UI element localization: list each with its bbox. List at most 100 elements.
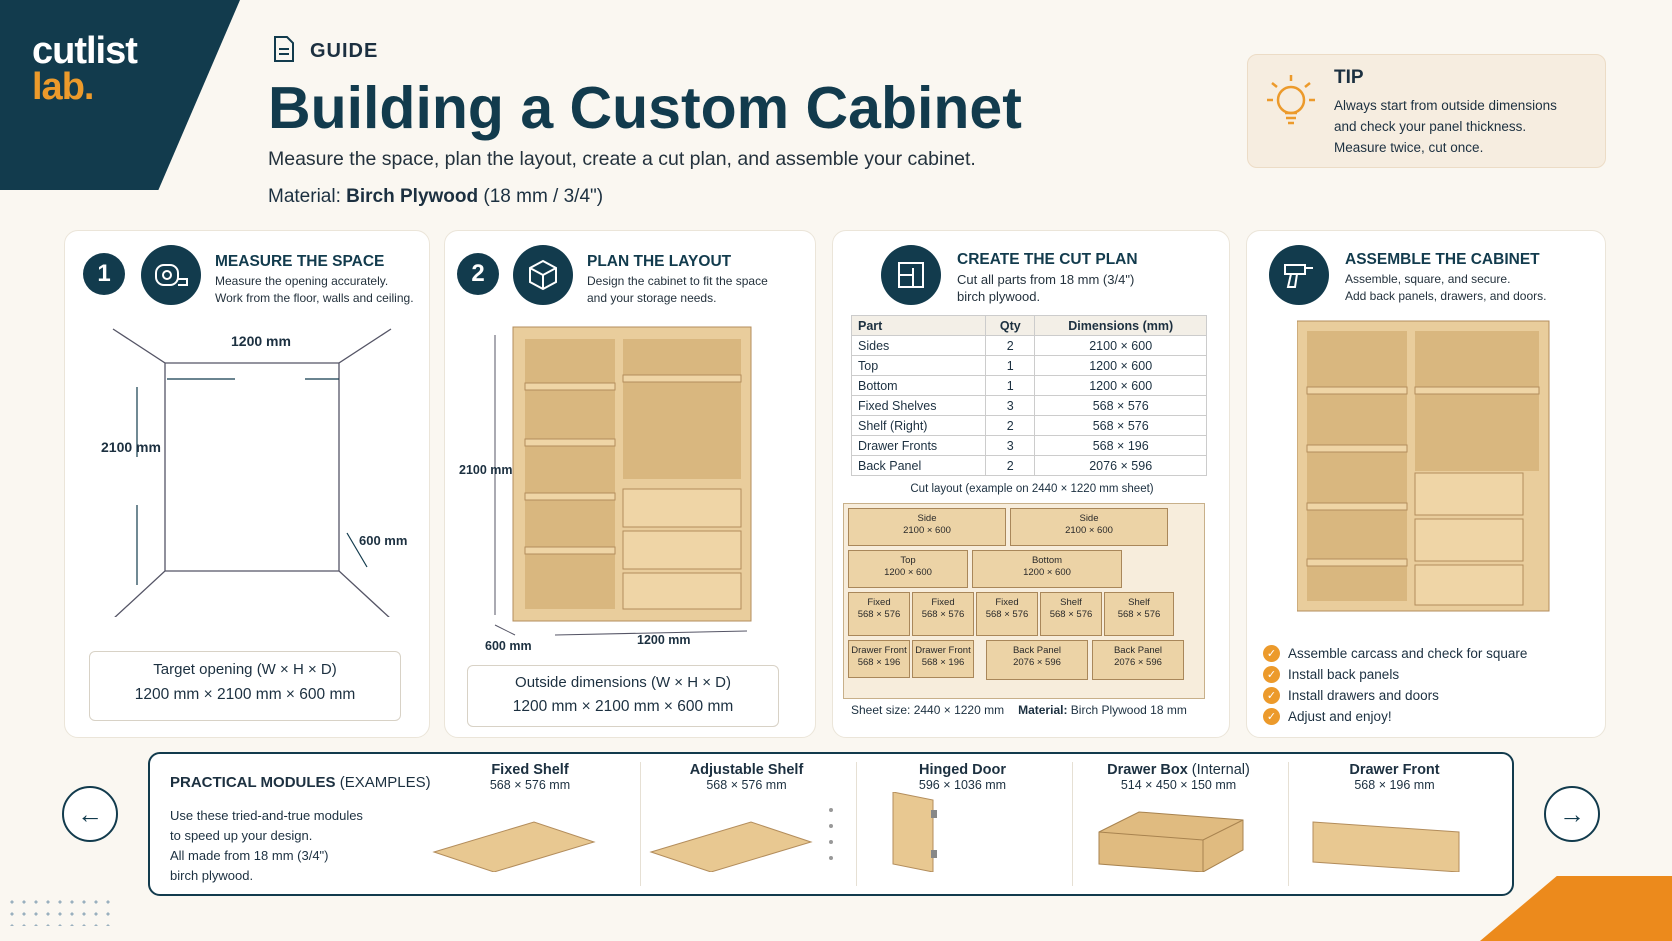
column-header: Qty xyxy=(985,315,1036,336)
checklist-text: Install back panels xyxy=(1288,667,1400,682)
desc-line: Work from the floor, walls and ceiling. xyxy=(215,291,414,305)
decorative-dots xyxy=(6,896,110,926)
table-cell: Sides xyxy=(850,335,987,356)
module-drawer-box[interactable]: Drawer Box (Internal)514 × 450 × 150 mm xyxy=(1072,762,1284,886)
tip-line: Always start from outside dimensions xyxy=(1334,98,1557,113)
cut-piece-name: Side xyxy=(1079,513,1099,524)
check-icon: ✓ xyxy=(1263,645,1280,662)
step4-title: ASSEMBLE THE CABINET xyxy=(1345,251,1540,268)
table-cell: Top xyxy=(850,355,987,376)
logo-text-line2: lab. xyxy=(32,66,94,108)
cut-piece-name: Drawer Front xyxy=(915,645,971,656)
table-cell: Back Panel xyxy=(850,455,987,476)
desc-line: Assemble, square, and secure. xyxy=(1345,272,1511,286)
checklist-item: ✓ Adjust and enjoy! xyxy=(1263,706,1527,727)
cut-piece-size: 568 × 576 xyxy=(985,609,1029,620)
step3-description: Cut all parts from 18 mm (3/4")birch ply… xyxy=(957,271,1134,305)
cut-piece-size: 2076 × 596 xyxy=(1013,657,1061,668)
cut-piece-size: 568 × 196 xyxy=(921,657,965,668)
module-size: 568 × 576 mm xyxy=(706,778,787,792)
desc-line: to speed up your design. xyxy=(170,828,313,843)
column-header: Dimensions (mm) xyxy=(1034,315,1207,336)
step2-card: 2 PLAN THE LAYOUT Design the cabinet to … xyxy=(444,230,816,738)
check-icon: ✓ xyxy=(1263,708,1280,725)
tip-card: TIP Always start from outside dimensions… xyxy=(1247,54,1606,168)
layout-height: 2100 mm xyxy=(459,463,513,477)
next-arrow-button[interactable]: → xyxy=(1544,786,1600,842)
cabinet-layout-illustration xyxy=(494,326,752,636)
opening-depth: 600 mm xyxy=(359,533,408,548)
drill-icon xyxy=(1269,245,1329,305)
assembled-cabinet-illustration xyxy=(1297,320,1550,612)
modules-title-main: PRACTICAL MODULES xyxy=(170,774,336,791)
table-cell: Bottom xyxy=(850,375,987,396)
logo-text-line1: cutlist xyxy=(32,30,138,72)
cut-layout-caption: Cut layout (example on 2440 × 1220 mm sh… xyxy=(910,483,1154,495)
cut-piece-name: Back Panel xyxy=(1012,645,1062,656)
cut-piece-size: 568 × 576 xyxy=(921,609,965,620)
checklist-item: ✓ Install drawers and doors xyxy=(1263,685,1527,706)
cut-plan-icon xyxy=(881,245,941,305)
module-name: Hinged Door xyxy=(919,762,1006,778)
prev-arrow-button[interactable]: ← xyxy=(62,786,118,842)
guide-label: GUIDE xyxy=(310,40,379,62)
module-name-suffix: (Internal) xyxy=(1187,762,1250,778)
sheet-size: Sheet size: 2440 × 1220 mm xyxy=(851,703,1005,717)
table-cell: Shelf (Right) xyxy=(850,415,987,436)
outside-dimensions-label: Outside dimensions (W × H × D) xyxy=(515,674,731,691)
modules-panel: PRACTICAL MODULES (EXAMPLES) Use these t… xyxy=(148,752,1514,896)
step1-title: MEASURE THE SPACE xyxy=(215,253,385,270)
sheet-material-value: Birch Plywood 18 mm xyxy=(1067,703,1187,717)
cut-piece-size: 568 × 196 xyxy=(857,657,901,668)
cut-piece-name: Shelf xyxy=(1128,597,1150,608)
assembly-checklist: ✓ Assemble carcass and check for square ✓… xyxy=(1263,643,1527,727)
cube-3d-icon xyxy=(513,245,573,305)
drawer-box-illustration xyxy=(1098,811,1244,873)
cut-piece-size: 2076 × 596 xyxy=(1114,657,1162,668)
target-opening-box: Target opening (W × H × D) 1200 mm × 210… xyxy=(89,651,401,721)
checklist-item: ✓ Assemble carcass and check for square xyxy=(1263,643,1527,664)
sheet-info: Sheet size: 2440 × 1220 mm Material: Birc… xyxy=(851,703,1187,717)
check-icon: ✓ xyxy=(1263,687,1280,704)
outside-dimensions-value: 1200 mm × 2100 mm × 600 mm xyxy=(512,698,734,715)
sheet-material-label: Material: xyxy=(1018,703,1068,717)
table-cell: 568 × 196 xyxy=(1034,435,1207,456)
modules-title-suffix: (EXAMPLES) xyxy=(335,774,431,791)
checklist-text: Adjust and enjoy! xyxy=(1288,709,1392,724)
tip-line: Measure twice, cut once. xyxy=(1334,140,1484,155)
desc-line: All made from 18 mm (3/4") xyxy=(170,848,329,863)
table-cell: Drawer Fronts xyxy=(850,435,987,456)
lightbulb-icon xyxy=(1267,75,1315,125)
step4-description: Assemble, square, and secure.Add back pa… xyxy=(1345,271,1546,305)
cut-piece-size: 2100 × 600 xyxy=(903,525,951,536)
opening-width: 1200 mm xyxy=(231,333,291,349)
target-opening-value: 1200 mm × 2100 mm × 600 mm xyxy=(134,686,356,703)
table-cell: 2 xyxy=(985,335,1036,356)
cut-piece-name: Shelf xyxy=(1060,597,1082,608)
cut-piece-size: 2100 × 600 xyxy=(1065,525,1113,536)
drawer-front-illustration xyxy=(1312,821,1460,873)
table-cell: Fixed Shelves xyxy=(850,395,987,416)
cut-piece-name: Side xyxy=(917,513,937,524)
material-prefix: Material: xyxy=(268,186,347,207)
module-name: Drawer Front xyxy=(1349,762,1440,778)
table-cell: 1200 × 600 xyxy=(1034,375,1207,396)
hinged-door-illustration xyxy=(892,791,937,873)
checklist-text: Assemble carcass and check for square xyxy=(1288,646,1528,661)
step1-description: Measure the opening accurately.Work from… xyxy=(215,273,414,307)
checklist-text: Install drawers and doors xyxy=(1288,688,1439,703)
step4-card: ASSEMBLE THE CABINET Assemble, square, a… xyxy=(1246,230,1606,738)
